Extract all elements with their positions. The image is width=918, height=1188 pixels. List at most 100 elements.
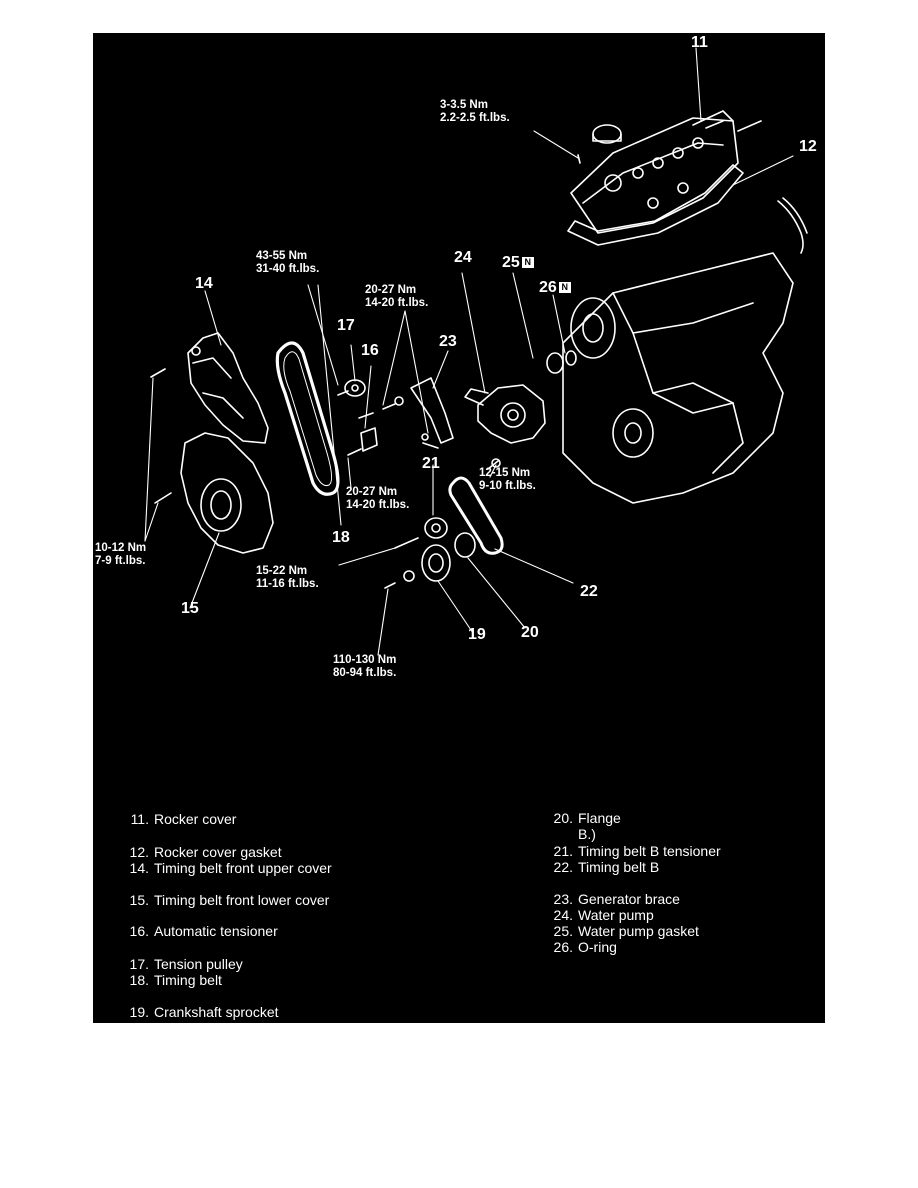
- torque-nm: 110-130 Nm: [333, 654, 397, 666]
- legend-text: Crankshaft sprocket: [154, 1004, 279, 1020]
- torque-ftlbs: 80-94 ft.lbs.: [333, 667, 397, 679]
- callout-12: 12: [799, 138, 817, 155]
- legend-number: 14.: [129, 860, 149, 876]
- torque-ftlbs: 2.2-2.5 ft.lbs.: [440, 112, 510, 124]
- callout-25-number: 25: [502, 254, 520, 271]
- parts-legend-left: 11. Rocker cover 12. Rocker cover gasket 1…: [123, 811, 453, 1021]
- legend-text: Rocker cover gasket: [154, 844, 282, 860]
- torque-ftlbs: 7-9 ft.lbs.: [95, 555, 146, 567]
- torque-rocker-bolt: 3-3.5 Nm 2.2-2.5 ft.lbs.: [440, 99, 510, 125]
- legend-item: 14. Timing belt front upper cover: [123, 860, 332, 876]
- engine-block: [562, 252, 794, 504]
- legend-item: 17. Tension pulley: [123, 956, 243, 972]
- callout-19: 19: [468, 626, 486, 643]
- legend-number: 26.: [553, 939, 573, 955]
- callout-16: 16: [361, 342, 379, 359]
- callout-17: 17: [337, 317, 355, 334]
- legend-text: Tension pulley: [154, 956, 243, 972]
- callout-14: 14: [195, 275, 213, 292]
- rocker-cover: [570, 110, 739, 234]
- legend-number: 22.: [553, 859, 573, 875]
- engine-exploded-diagram: [144, 47, 808, 656]
- torque-nm: 12-15 Nm: [479, 467, 531, 479]
- legend-item: 12. Rocker cover gasket: [123, 844, 282, 860]
- legend-text: Timing belt: [154, 972, 222, 988]
- legend-text: Timing belt B tensioner: [578, 843, 721, 859]
- legend-item: 18. Timing belt: [123, 972, 222, 988]
- callout-11: 11: [691, 34, 708, 51]
- legend-text: Automatic tensioner: [154, 923, 278, 939]
- parts-legend-right: 20. Flange B.) 21. Timing belt B tensioner…: [547, 810, 817, 990]
- torque-tension-pulley-bolt: 43-55 Nm 31-40 ft.lbs.: [256, 250, 319, 276]
- legend-number: 12.: [129, 844, 149, 860]
- legend-item: 24. Water pump: [547, 907, 654, 923]
- legend-number: 25.: [553, 923, 573, 939]
- torque-belt-b-tensioner-bolt: 15-22 Nm 11-16 ft.lbs.: [256, 565, 319, 591]
- legend-item: 20. Flange: [547, 810, 621, 826]
- legend-item: 11. Rocker cover: [123, 811, 237, 827]
- legend-number: 24.: [553, 907, 573, 923]
- water-pump: [477, 384, 546, 444]
- torque-nm: 15-22 Nm: [256, 565, 308, 577]
- torque-crank-bolt: 110-130 Nm 80-94 ft.lbs.: [333, 654, 396, 680]
- legend-text: Timing belt front upper cover: [154, 860, 332, 876]
- diagram-panel: 11 12 14 15 16 17 18 19 20 21 22 23 24 2…: [93, 33, 825, 1023]
- legend-item: 16. Automatic tensioner: [123, 923, 278, 939]
- legend-text: O-ring: [578, 939, 617, 955]
- torque-tensioner-bolts-lower: 20-27 Nm 14-20 ft.lbs.: [346, 486, 409, 512]
- legend-text: Timing belt B: [578, 859, 660, 875]
- legend-item: 21. Timing belt B tensioner: [547, 843, 721, 859]
- callout-23: 23: [439, 333, 457, 350]
- legend-number: 18.: [129, 972, 149, 988]
- legend-number: 21.: [553, 843, 573, 859]
- timing-belt-b: [448, 476, 504, 555]
- legend-item: 15. Timing belt front lower cover: [123, 892, 330, 908]
- legend-item: B.): [547, 826, 596, 842]
- legend-text: Timing belt front lower cover: [154, 892, 330, 908]
- legend-item: 23.Generator brace: [547, 891, 680, 907]
- legend-text: B.): [578, 826, 596, 842]
- legend-text: Generator brace: [578, 891, 680, 907]
- legend-number: 17.: [129, 956, 149, 972]
- torque-nm: 20-27 Nm: [365, 284, 417, 296]
- legend-item: 22. Timing belt B: [547, 859, 660, 875]
- legend-item: 19. Crankshaft sprocket: [123, 1004, 279, 1020]
- rocker-cover-gasket: [567, 164, 744, 246]
- legend-text: Flange: [578, 810, 621, 826]
- legend-text: Water pump: [578, 907, 654, 923]
- torque-nm: 3-3.5 Nm: [440, 99, 488, 111]
- callout-24: 24: [454, 249, 472, 266]
- timing-belt-outline: [275, 341, 340, 496]
- callout-20: 20: [521, 624, 539, 641]
- callout-15: 15: [181, 600, 199, 617]
- legend-text: Water pump gasket: [578, 923, 699, 939]
- legend-number: 19.: [129, 1004, 149, 1020]
- torque-ftlbs: 31-40 ft.lbs.: [256, 263, 320, 275]
- legend-number: 16.: [129, 923, 149, 939]
- legend-number: 20.: [553, 810, 573, 826]
- callout-18: 18: [332, 529, 350, 546]
- torque-ftlbs: 11-16 ft.lbs.: [256, 578, 319, 590]
- generator-brace: [410, 377, 454, 444]
- torque-ftlbs: 9-10 ft.lbs.: [479, 480, 536, 492]
- callout-26-number: 26: [539, 279, 557, 296]
- callout-22: 22: [580, 583, 598, 600]
- torque-nm: 10-12 Nm: [95, 542, 147, 554]
- torque-water-pump-bolt: 12-15 Nm 9-10 ft.lbs.: [479, 467, 536, 493]
- new-part-badge: N: [521, 257, 534, 268]
- legend-number: 15.: [129, 892, 149, 908]
- torque-nm: 20-27 Nm: [346, 486, 398, 498]
- torque-ftlbs: 14-20 ft.lbs.: [365, 297, 429, 309]
- torque-cover-bolts: 10-12 Nm 7-9 ft.lbs.: [95, 542, 146, 568]
- torque-tensioner-bolts-upper: 20-27 Nm 14-20 ft.lbs.: [365, 284, 428, 310]
- legend-item: 25. Water pump gasket: [547, 923, 699, 939]
- legend-item: 26. O-ring: [547, 939, 617, 955]
- torque-nm: 43-55 Nm: [256, 250, 308, 262]
- legend-text: Rocker cover: [154, 811, 237, 827]
- new-part-badge: N: [558, 282, 571, 293]
- lower-cover: [180, 432, 274, 554]
- callout-21: 21: [422, 455, 440, 472]
- legend-number: 11.: [130, 811, 149, 827]
